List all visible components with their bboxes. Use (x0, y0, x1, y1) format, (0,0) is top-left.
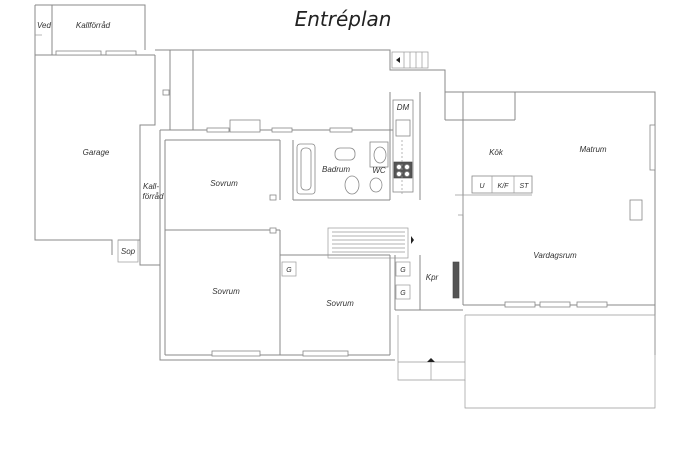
label-appliance-st: ST (520, 183, 530, 190)
label-kok: Kök (489, 148, 504, 157)
radiator (452, 261, 460, 299)
label-sovrum-2: Sovrum (212, 287, 240, 296)
fireplace (629, 199, 643, 221)
label-kallforrad-side-2: förråd (143, 192, 164, 201)
label-kpr: Kpr (426, 273, 439, 282)
label-appliance-u: U (479, 183, 485, 190)
kitchen-island (455, 175, 533, 216)
label-garage: Garage (83, 148, 110, 157)
label-dm: DM (397, 103, 410, 112)
kitchen-counter (392, 99, 414, 195)
house-walls (155, 49, 656, 361)
label-wc: WC (372, 166, 386, 175)
label-kallforrad-side-1: Kall- (143, 182, 159, 191)
garage-block (34, 4, 160, 266)
bathroom-fixtures (296, 141, 389, 195)
label-sop: Sop (121, 247, 136, 256)
lower-steps (397, 315, 466, 381)
label-ved: Ved (37, 21, 51, 30)
terrace (464, 314, 656, 409)
label-g-2: G (400, 267, 406, 274)
windows (162, 89, 656, 357)
label-sovrum-1: Sovrum (210, 179, 238, 188)
interior-stairs (327, 227, 414, 259)
label-g-1: G (286, 267, 292, 274)
entrance-steps (391, 51, 429, 69)
label-g-3: G (400, 290, 406, 297)
label-sovrum-3: Sovrum (326, 299, 354, 308)
label-badrum: Badrum (322, 165, 350, 174)
label-kallforrad-top: Kallförråd (76, 21, 111, 30)
label-vardagsrum: Vardagsrum (533, 251, 577, 260)
plan-title: Entréplan (295, 7, 392, 31)
label-matrum: Matrum (579, 145, 606, 154)
label-appliance-kf: K/F (498, 183, 510, 190)
